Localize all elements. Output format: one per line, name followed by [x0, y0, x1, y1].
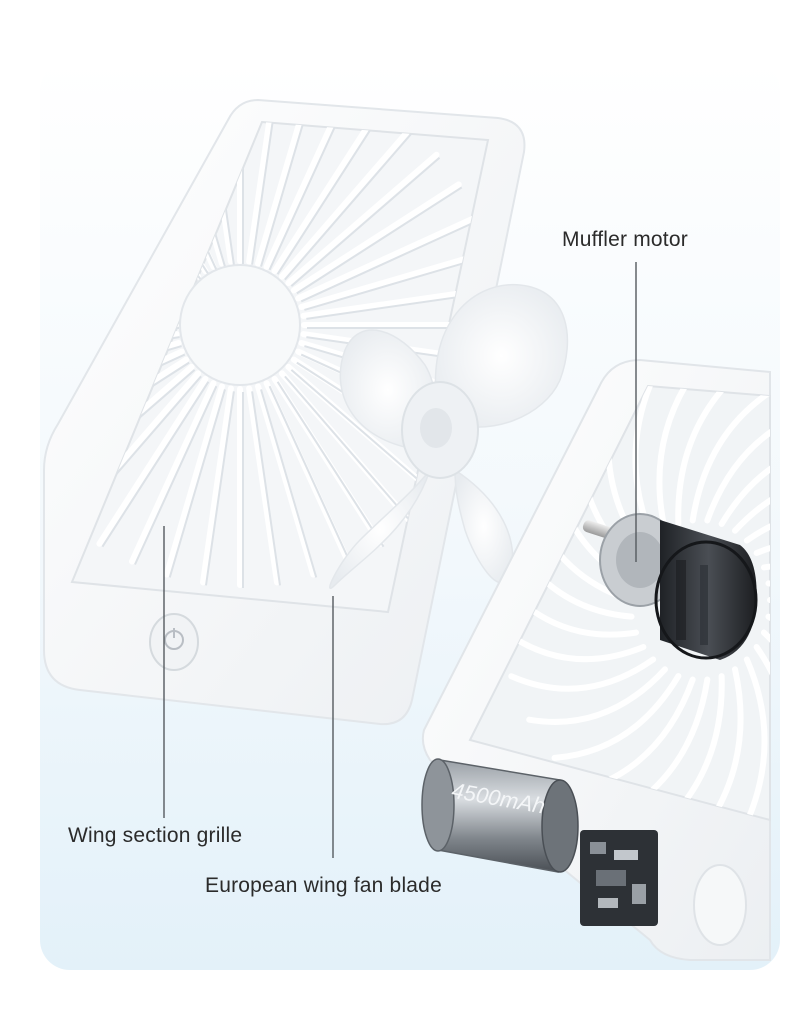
grille-rib-shadow — [168, 389, 226, 578]
grille-rib — [263, 380, 352, 565]
grille-rib — [263, 122, 352, 270]
right-grille-rib — [526, 666, 668, 725]
grille-rib-shadow — [290, 369, 441, 500]
grille-rib — [255, 122, 317, 267]
grille-rib — [199, 385, 234, 586]
right-grille-rib — [689, 386, 770, 524]
right-grille-rib — [743, 508, 770, 544]
grille-rib-shadow — [284, 375, 415, 526]
right-grille-rib — [551, 673, 682, 761]
grille-rib-shadow — [205, 391, 235, 586]
grille-rib — [290, 181, 462, 294]
grille-rib-shadow — [134, 385, 218, 565]
grille-rib — [163, 383, 225, 578]
grille-rib-shadow — [101, 381, 210, 548]
muffler-motor — [582, 513, 758, 660]
grille-rib-shadow — [268, 122, 352, 271]
grille-rib-shadow — [290, 156, 441, 287]
battery: 4500mAh — [421, 758, 658, 926]
grille-rib — [246, 385, 281, 586]
fan-blade — [329, 283, 569, 589]
grille-rib-shadow — [276, 381, 385, 548]
label-european-wing-fan-blade: European wing fan blade — [205, 874, 442, 897]
left-fan-head — [43, 98, 526, 726]
right-grille-rib — [743, 656, 768, 820]
grille-rib — [285, 151, 440, 287]
grille-rib — [96, 375, 209, 547]
grille-rib-shadow — [268, 385, 352, 565]
right-grille-rib — [508, 656, 657, 692]
grille-rib-shadow — [296, 186, 463, 295]
grille-rib — [295, 213, 480, 302]
right-grille-rib — [704, 407, 770, 524]
grille-rib-shadow — [260, 122, 318, 267]
right-grille-rib — [753, 644, 770, 811]
grille-hub — [179, 264, 301, 386]
label-muffler-motor: Muffler motor — [562, 228, 688, 251]
grille-rib — [255, 383, 317, 578]
side-knob — [693, 864, 747, 946]
circuit-board — [580, 830, 658, 926]
label-wing-section-grille: Wing section grille — [68, 824, 243, 847]
grille-rib-shadow — [304, 253, 488, 311]
grille-rib-shadow — [251, 391, 281, 586]
grille-rib — [271, 122, 384, 275]
grille-rib — [298, 248, 488, 310]
grille-rib-shadow — [284, 130, 415, 281]
grille-rib-shadow — [260, 389, 318, 578]
callout-lines — [163, 262, 637, 858]
grille-rib — [246, 122, 281, 265]
grille-rib-shadow — [276, 122, 385, 275]
grille-rib — [128, 380, 217, 565]
right-grille-rib — [718, 439, 770, 527]
right-grille-rib — [732, 475, 770, 534]
power-button — [149, 613, 199, 671]
grille-rib-shadow — [300, 219, 480, 303]
grille-rib-shadow — [251, 122, 281, 265]
grille-rib — [278, 125, 414, 280]
